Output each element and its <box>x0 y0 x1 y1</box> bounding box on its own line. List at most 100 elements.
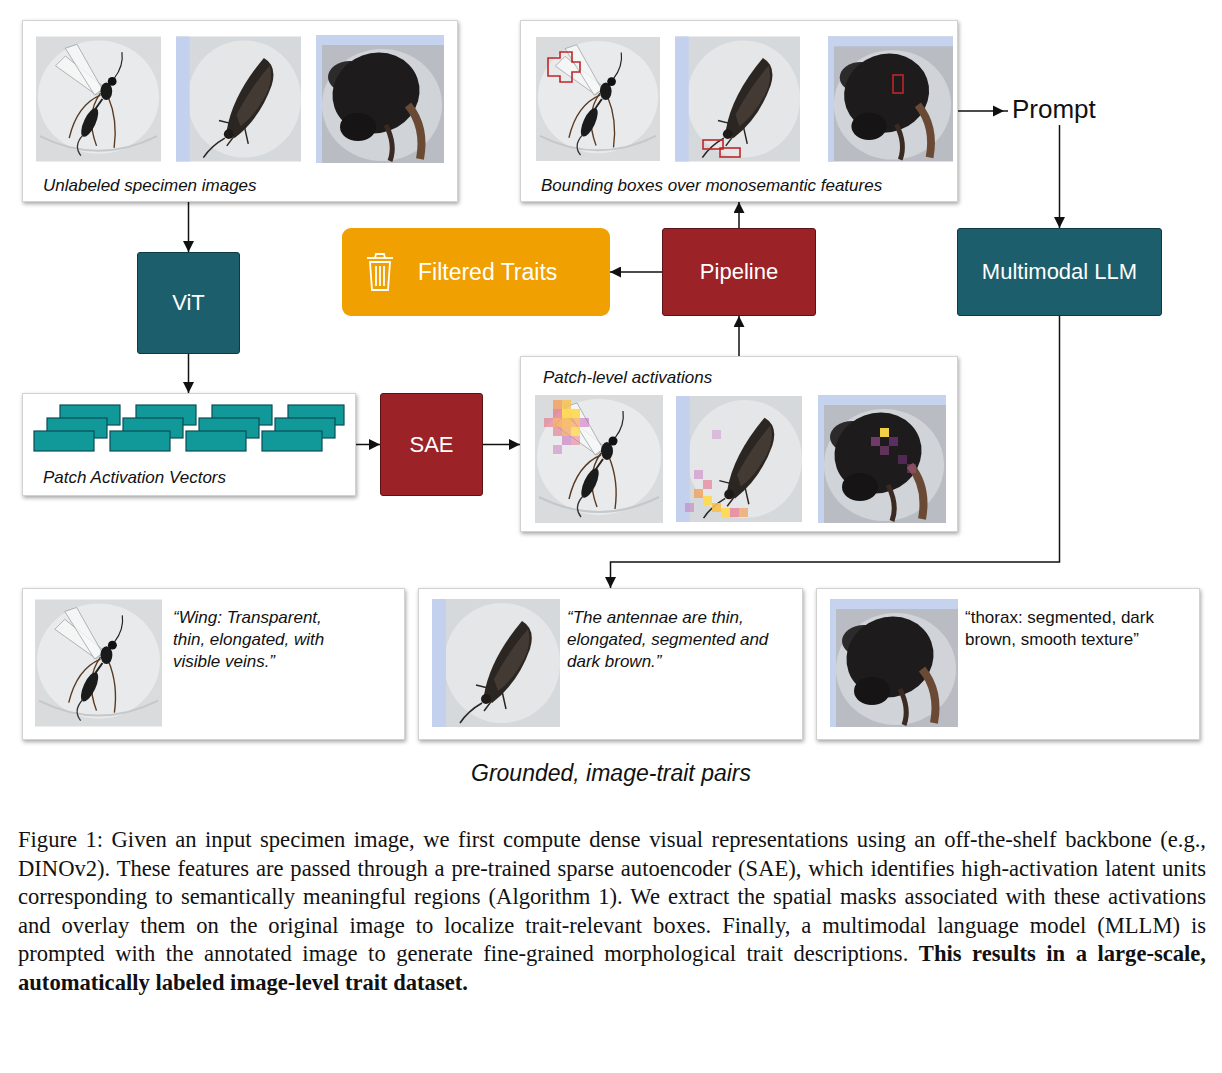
activation-heatmap <box>685 503 694 512</box>
activation-heatmap <box>898 455 907 464</box>
activation-heatmap <box>712 503 721 512</box>
activation-heatmap <box>721 508 730 517</box>
feature-bounding-box <box>548 52 580 82</box>
specimen-photo <box>830 599 958 727</box>
activation-heatmap <box>553 418 562 427</box>
feature-bounding-box <box>720 148 740 157</box>
activation-heatmap <box>544 400 916 517</box>
trash-icon <box>370 262 390 290</box>
specimen-photo <box>818 395 946 523</box>
activation-heatmap <box>562 427 571 436</box>
trash-icon <box>367 254 393 290</box>
connector-layer <box>189 111 1060 588</box>
panel-caption: Patch Activation Vectors <box>43 468 226 488</box>
activation-heatmap <box>562 436 571 445</box>
activation-vector <box>275 418 335 438</box>
activation-heatmap <box>880 446 889 455</box>
output-box: Filtered Traits <box>342 228 610 316</box>
panel-caption: “Wing: Transparent, thin, elongated, wit… <box>173 607 358 673</box>
activation-vector <box>47 418 107 438</box>
specimen-photo <box>676 396 802 522</box>
trash-icon <box>367 257 393 259</box>
activation-vector <box>110 431 170 451</box>
model-box: Multimodal LLM <box>957 228 1162 316</box>
flow-arrow <box>610 271 662 273</box>
prompt-arrowhead <box>993 106 1004 117</box>
specimen-photo <box>35 35 958 727</box>
activation-heatmap <box>694 489 703 498</box>
activation-heatmap <box>553 400 562 409</box>
activation-heatmap <box>730 508 739 517</box>
process-box: SAE <box>380 393 483 496</box>
activation-vector <box>136 405 196 425</box>
box-label: Multimodal LLM <box>982 259 1137 285</box>
trait-panel: “The antennae are thin, elongated, segme… <box>418 588 803 740</box>
activation-vector <box>212 405 272 425</box>
activation-heatmap <box>562 409 571 418</box>
panel-caption: “The antennae are thin, elongated, segme… <box>567 607 799 673</box>
activation-vector <box>288 405 344 425</box>
flow-arrow <box>958 111 1060 228</box>
feature-bounding-box <box>893 75 903 93</box>
activation-heatmap <box>739 508 748 517</box>
activation-vector <box>199 418 259 438</box>
edge-label: Prompt <box>1008 94 1100 125</box>
specimen-photo <box>176 37 301 162</box>
box-label: Filtered Traits <box>418 259 557 286</box>
specimen-photo <box>35 600 162 727</box>
activation-heatmap <box>889 437 898 446</box>
activation-vector <box>123 418 183 438</box>
image-panel: Patch-level activations <box>520 356 958 532</box>
panel-caption: Bounding boxes over monosemantic feature… <box>541 176 882 196</box>
panel-caption: Unlabeled specimen images <box>43 176 257 196</box>
activation-heatmap <box>562 400 571 409</box>
activation-heatmap <box>571 427 580 436</box>
panel-caption: “thorax: segmented, dark brown, smooth t… <box>965 607 1180 651</box>
activation-heatmap <box>544 418 553 427</box>
activation-heatmap <box>553 445 562 454</box>
flow-arrow <box>611 316 1060 588</box>
flow-arrow <box>738 316 740 356</box>
panel-caption: Patch-level activations <box>543 368 712 388</box>
activation-heatmap <box>553 427 562 436</box>
feature-bounding-box <box>548 52 903 157</box>
activation-heatmap <box>571 418 580 427</box>
activation-heatmap <box>703 480 712 489</box>
specimen-photo <box>675 37 800 162</box>
image-panel: Unlabeled specimen images <box>22 20 458 202</box>
flow-arrow <box>188 354 190 393</box>
activation-heatmap <box>907 464 916 473</box>
activation-vector <box>34 405 344 451</box>
caption-run: Figure 1: Given an input specimen image,… <box>18 827 1206 966</box>
activation-heatmap <box>694 470 703 479</box>
activation-vector <box>34 431 94 451</box>
specimen-photo <box>535 395 663 523</box>
trash-icon <box>375 254 385 258</box>
activation-heatmap <box>712 430 721 439</box>
feature-bounding-box <box>703 140 723 149</box>
trait-panel: “thorax: segmented, dark brown, smooth t… <box>816 588 1200 740</box>
activation-heatmap <box>871 437 880 446</box>
activation-heatmap <box>553 409 562 418</box>
activation-heatmap <box>571 409 580 418</box>
activation-heatmap <box>880 428 889 437</box>
flow-arrow <box>483 444 520 446</box>
flow-arrow <box>356 444 380 446</box>
activation-heatmap <box>571 436 580 445</box>
specimen-photo <box>36 37 161 162</box>
activation-vector <box>60 405 120 425</box>
vector-panel: Patch Activation Vectors <box>22 393 356 496</box>
activation-vector <box>186 431 246 451</box>
activation-heatmap <box>703 496 712 505</box>
figure-caption: Figure 1: Given an input specimen image,… <box>18 826 1206 998</box>
flow-arrow <box>738 202 740 228</box>
process-box: Pipeline <box>662 228 816 316</box>
trash-icon <box>376 266 384 286</box>
model-box: ViT <box>137 252 240 354</box>
box-label: Pipeline <box>700 259 778 285</box>
box-label: SAE <box>409 432 453 458</box>
specimen-photo <box>316 35 444 163</box>
caption-run: This results in a large-scale, automatic… <box>18 941 1206 995</box>
